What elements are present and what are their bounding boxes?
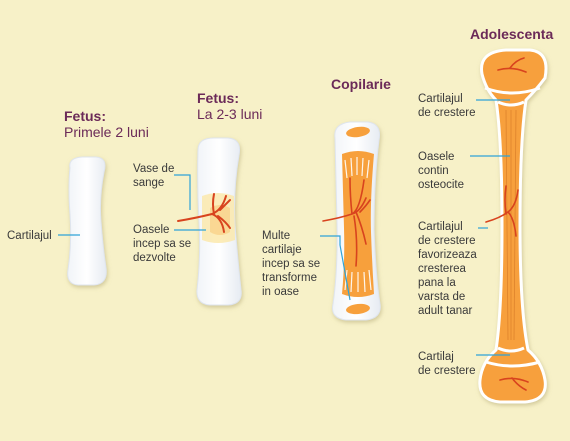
label-line: Cartilaj (418, 351, 454, 363)
bone-stage3 (322, 121, 381, 321)
label-blood-vessels: Vase de sange (133, 162, 174, 190)
label-growth-cartilage-top: Cartilajul de crestere (418, 92, 476, 120)
label-line: in oase (262, 286, 300, 298)
label-line: varsta de (418, 291, 466, 303)
cartilage-model-stage2 (177, 137, 242, 306)
blood-vessel-stage4 (485, 57, 529, 391)
label-bones-begin: Oasele incep sa se dezvolte (133, 223, 191, 265)
ossification-center-top (346, 126, 370, 138)
stage4-title: Adolescenta (470, 26, 554, 42)
blood-vessel-stage3 (322, 177, 371, 267)
label-line: Cartilajul (418, 221, 463, 233)
cartilage-model-stage1 (67, 156, 107, 286)
label-line: cartilaje (262, 244, 302, 256)
label-line: cresterea (418, 263, 466, 275)
bone-stage4 (478, 48, 548, 404)
label-line: Oasele (133, 224, 170, 236)
stage2-title: Fetus: (197, 90, 239, 106)
label-growth-cartilage-favors: Cartilajul de crestere favorizeaza crest… (418, 220, 477, 318)
label-line: de crestere (418, 365, 476, 377)
label-bones-osteocytes: Oasele contin osteocite (418, 150, 464, 192)
label-line: favorizeaza (418, 249, 477, 261)
label-line: incep sa se (262, 258, 321, 270)
label-line: incep sa se (133, 238, 192, 250)
label-line: Oasele (418, 151, 455, 163)
stage3-title: Copilarie (331, 76, 391, 92)
blood-vessel-stage2 (177, 193, 231, 233)
label-line: transforme (262, 272, 317, 284)
stage1-subtitle: Primele 2 luni (64, 124, 149, 140)
label-line: adult tanar (418, 305, 473, 317)
label-line: Vase de (133, 163, 175, 175)
stage1-title: Fetus: (64, 108, 106, 124)
label-line: osteocite (418, 179, 465, 191)
label-line: Multe (262, 230, 291, 242)
label-cartilage: Cartilajul (7, 230, 52, 242)
leader-lines (58, 99, 510, 356)
label-line: pana la (418, 277, 456, 289)
label-line: Cartilajul (418, 93, 463, 105)
label-line: de crestere (418, 235, 476, 247)
label-line: dezvolte (133, 252, 176, 264)
label-line: de crestere (418, 107, 476, 119)
label-line: contin (418, 165, 449, 177)
stage2-subtitle: La 2-3 luni (197, 106, 263, 122)
label-many-cartilages: Multe cartilaje incep sa se transforme i… (262, 229, 320, 299)
label-line: sange (133, 177, 165, 189)
leader-vessels (174, 174, 191, 210)
ossification-center-bottom (346, 303, 370, 315)
leader-many-cartilages (320, 235, 351, 301)
label-growth-cartilage-bottom: Cartilaj de crestere (418, 350, 476, 378)
